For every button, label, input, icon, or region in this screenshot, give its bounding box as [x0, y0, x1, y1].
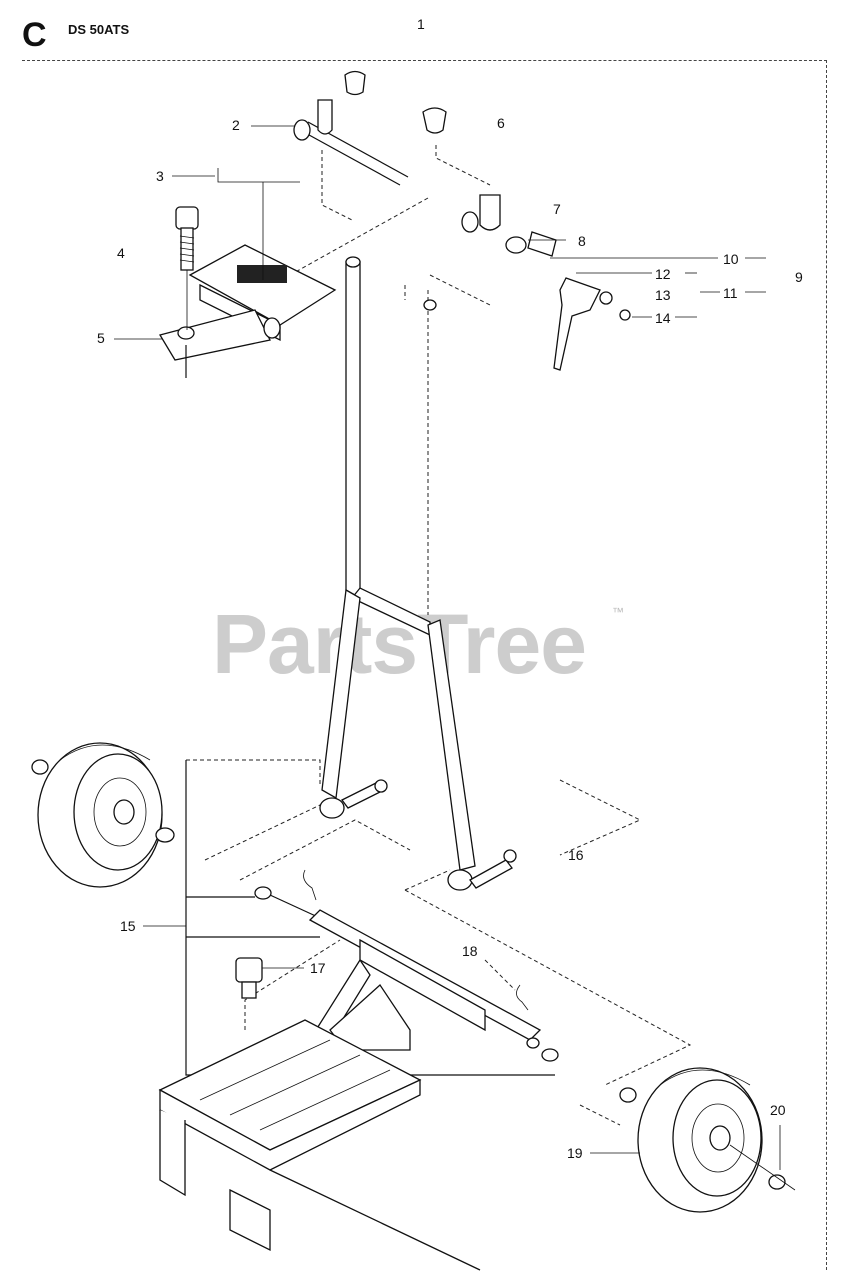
callout-8[interactable]: 8	[578, 233, 586, 249]
callout-6[interactable]: 6	[497, 115, 505, 131]
assembly-guides	[186, 145, 692, 1126]
model-name: DS 50ATS	[68, 22, 130, 37]
section-letter: C	[22, 16, 47, 54]
base-frame	[158, 1019, 481, 1271]
left-wheel	[31, 742, 175, 888]
main-tube	[319, 256, 476, 891]
callout-18[interactable]: 18	[462, 943, 478, 959]
callout-7[interactable]: 7	[553, 201, 561, 217]
callout-5[interactable]: 5	[97, 330, 105, 346]
callout-10[interactable]: 10	[723, 251, 739, 267]
frame-bolts	[341, 779, 517, 889]
spring-bolt	[175, 206, 199, 330]
diagram-frame	[22, 60, 827, 1270]
bracket-plate	[158, 244, 337, 378]
callout-12[interactable]: 12	[655, 266, 671, 282]
axle-stand	[254, 869, 559, 1062]
callout-19[interactable]: 19	[567, 1145, 583, 1161]
callout-3[interactable]: 3	[156, 168, 164, 184]
callout-20[interactable]: 20	[770, 1102, 786, 1118]
callout-9[interactable]: 9	[795, 269, 803, 285]
handle-crossbar	[293, 99, 501, 233]
callout-15[interactable]: 15	[120, 918, 136, 934]
callout-2[interactable]: 2	[232, 117, 240, 133]
pin-knob	[235, 957, 263, 999]
right-wheel	[619, 1067, 786, 1213]
page-number: 1	[417, 16, 425, 32]
callout-14[interactable]: 14	[655, 310, 671, 326]
callout-16[interactable]: 16	[568, 847, 584, 863]
trademark-symbol: ™	[612, 605, 624, 619]
callout-13[interactable]: 13	[655, 287, 671, 303]
callout-4[interactable]: 4	[117, 245, 125, 261]
bracket-outline	[185, 760, 555, 1076]
callout-11[interactable]: 11	[723, 285, 738, 301]
clamp-lever	[505, 231, 631, 371]
callout-leaders	[114, 125, 796, 1191]
grip-caps	[344, 70, 447, 134]
callout-17[interactable]: 17	[310, 960, 326, 976]
